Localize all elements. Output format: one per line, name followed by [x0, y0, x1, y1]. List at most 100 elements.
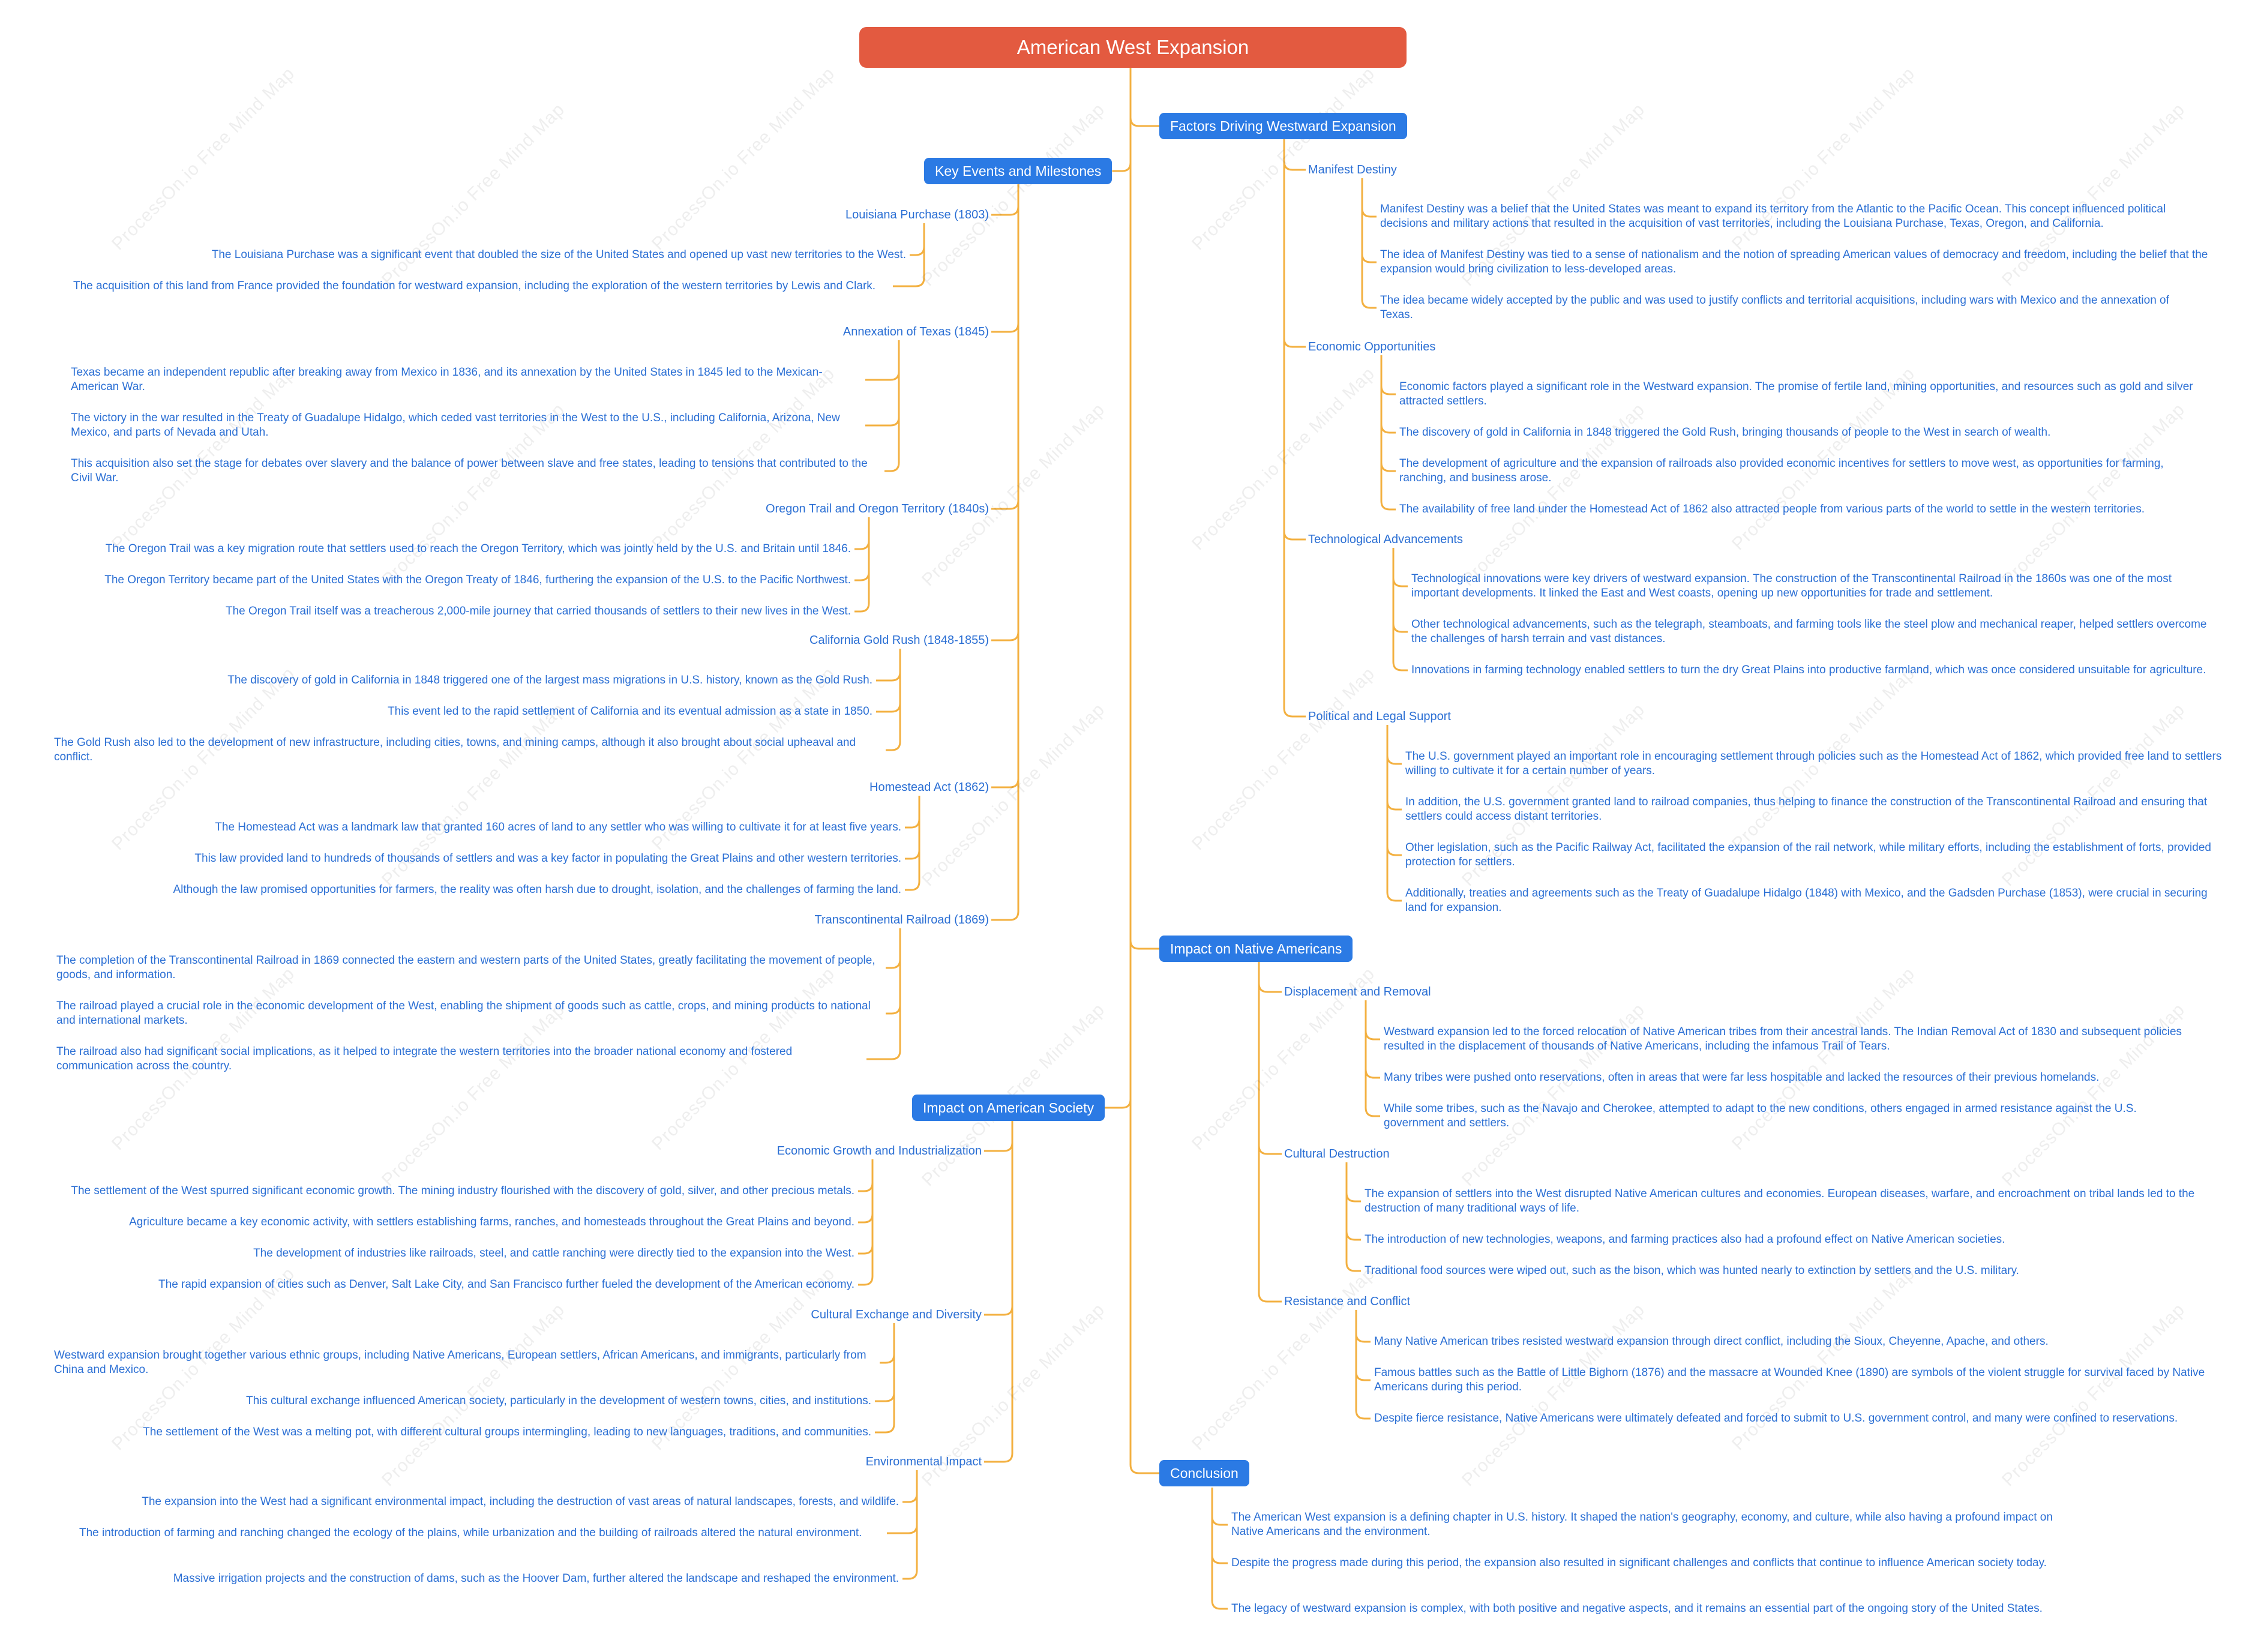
- connector: [1211, 1554, 1228, 1564]
- connector: [854, 540, 870, 550]
- subtopic-environmental-impact[interactable]: Environmental Impact: [865, 1455, 982, 1468]
- leaf: The rapid expansion of cities such as De…: [158, 1278, 854, 1291]
- connector: [1392, 661, 1408, 671]
- connector: [876, 671, 901, 682]
- leaf: Technological innovations were key drive…: [1411, 572, 2172, 599]
- subtopic-economic-growth[interactable]: Economic Growth and Industrialization: [776, 1144, 982, 1158]
- connector: [887, 1524, 918, 1534]
- subtopic-displacement-removal[interactable]: Displacement and Removal: [1284, 985, 1431, 999]
- subtopic-transcontinental-railroad[interactable]: Transcontinental Railroad (1869): [814, 913, 989, 927]
- leaf: Other legislation, such as the Pacific R…: [1405, 841, 2211, 868]
- leaf: Famous battles such as the Battle of Lit…: [1374, 1366, 2205, 1393]
- connector: [902, 1570, 918, 1580]
- subtopic-manifest-destiny[interactable]: Manifest Destiny: [1308, 163, 1397, 176]
- connector: [1283, 161, 1306, 171]
- leaf: Despite fierce resistance, Native Americ…: [1374, 1412, 2178, 1425]
- leaf: The Oregon Territory became part of the …: [104, 574, 851, 586]
- connector: [875, 1423, 895, 1434]
- connector: [858, 1245, 874, 1255]
- leaf: The availability of free land under the …: [1399, 503, 2145, 515]
- leaf: The Gold Rush also led to the developmen…: [54, 736, 856, 763]
- leaf: The railroad played a crucial role in th…: [56, 1000, 871, 1027]
- connector: [902, 1493, 918, 1503]
- connector: [905, 881, 920, 891]
- leaf: Massive irrigation projects and the cons…: [173, 1572, 899, 1585]
- subtopic-homestead-act[interactable]: Homestead Act (1862): [869, 781, 989, 794]
- connector: [1345, 1192, 1361, 1203]
- connector: [858, 1276, 874, 1286]
- connector: [1386, 755, 1402, 765]
- connector: [886, 1005, 901, 1015]
- leaf: Other technological advancements, such a…: [1411, 618, 2207, 645]
- leaf: The victory in the war resulted in the T…: [71, 412, 840, 439]
- connector: [1386, 892, 1402, 902]
- connector: [886, 741, 901, 751]
- connector: [984, 1306, 1013, 1316]
- leaf: Many tribes were pushed onto reservation…: [1384, 1071, 2100, 1084]
- connector: [991, 911, 1019, 921]
- leaf: The development of industries like railr…: [253, 1247, 854, 1260]
- connector: [905, 850, 920, 860]
- connector: [1361, 253, 1377, 263]
- connector: [865, 371, 900, 381]
- subtopic-annexation-of-texas[interactable]: Annexation of Texas (1845): [842, 325, 989, 338]
- leaf: Westward expansion led to the forced rel…: [1384, 1026, 2182, 1053]
- leaf: Although the law promised opportunities …: [173, 883, 901, 896]
- subtopic-resistance-conflict[interactable]: Resistance and Conflict: [1284, 1295, 1411, 1308]
- connector: [865, 416, 900, 427]
- connector: [1345, 1231, 1361, 1241]
- connector: [984, 1142, 1013, 1152]
- leaf: Additionally, treaties and agreements su…: [1405, 887, 2208, 914]
- leaf: The discovery of gold in California in 1…: [227, 674, 872, 686]
- leaf: The completion of the Transcontinental R…: [56, 954, 875, 981]
- connector: [1365, 1107, 1380, 1117]
- connector: [1258, 1293, 1282, 1303]
- main-topic-factors[interactable]: Factors Driving Westward Expansion: [1159, 113, 1407, 139]
- main-topic-american-society[interactable]: Impact on American Society: [912, 1095, 1105, 1121]
- connector: [1355, 1410, 1371, 1420]
- subtopic-political-legal-support[interactable]: Political and Legal Support: [1308, 710, 1451, 723]
- leaf: Manifest Destiny was a belief that the U…: [1380, 203, 2166, 230]
- subtopic-oregon-trail[interactable]: Oregon Trail and Oregon Territory (1840s…: [765, 502, 989, 515]
- leaf: While some tribes, such as the Navajo an…: [1384, 1102, 2137, 1129]
- leaf: The legacy of westward expansion is comp…: [1231, 1602, 2043, 1615]
- main-topic-conclusion[interactable]: Conclusion: [1159, 1460, 1249, 1486]
- main-topic-native-americans[interactable]: Impact on Native Americans: [1159, 936, 1353, 962]
- leaf: This cultural exchange influenced Americ…: [245, 1395, 871, 1407]
- connector: [1129, 1464, 1159, 1474]
- subtopic-economic-opportunities[interactable]: Economic Opportunities: [1308, 340, 1436, 353]
- leaf: The development of agriculture and the e…: [1399, 457, 2164, 484]
- leaf: The introduction of farming and ranching…: [79, 1527, 862, 1539]
- subtopic-louisiana-purchase[interactable]: Louisiana Purchase (1803): [845, 208, 989, 221]
- connector: [910, 246, 925, 256]
- connector: [1283, 707, 1306, 718]
- connector: [854, 602, 870, 613]
- leaf: Despite the progress made during this pe…: [1231, 1557, 2047, 1569]
- connector: [1392, 623, 1408, 633]
- connector: [858, 1213, 874, 1224]
- subtopic-california-gold-rush[interactable]: California Gold Rush (1848-1855): [809, 634, 989, 647]
- connector: [905, 818, 920, 829]
- connector: [1380, 424, 1396, 434]
- leaf: In addition, the U.S. government granted…: [1405, 796, 2208, 823]
- leaf: The American West expansion is a definin…: [1231, 1511, 2053, 1538]
- subtopic-technological-advancements[interactable]: Technological Advancements: [1308, 533, 1463, 546]
- connector: [1380, 500, 1396, 511]
- leaf: Westward expansion brought together vari…: [54, 1349, 866, 1376]
- leaf: This acquisition also set the stage for …: [71, 457, 868, 484]
- main-topic-key-events[interactable]: Key Events and Milestones: [924, 158, 1112, 184]
- leaf: The expansion into the West had a signif…: [142, 1495, 899, 1508]
- root-node[interactable]: American West Expansion: [859, 27, 1407, 68]
- connector: [1380, 385, 1396, 395]
- connector: [984, 1453, 1013, 1463]
- connector: [1355, 1333, 1371, 1343]
- leaf: The idea of Manifest Destiny was tied to…: [1380, 248, 2208, 275]
- connector: [858, 1182, 874, 1192]
- subtopic-cultural-destruction[interactable]: Cultural Destruction: [1284, 1147, 1390, 1161]
- leaf: The Louisiana Purchase was a significant…: [211, 248, 906, 261]
- connector: [1361, 299, 1377, 309]
- subtopic-cultural-exchange[interactable]: Cultural Exchange and Diversity: [811, 1308, 982, 1321]
- connector: [1355, 1371, 1371, 1381]
- connector: [1211, 1600, 1228, 1610]
